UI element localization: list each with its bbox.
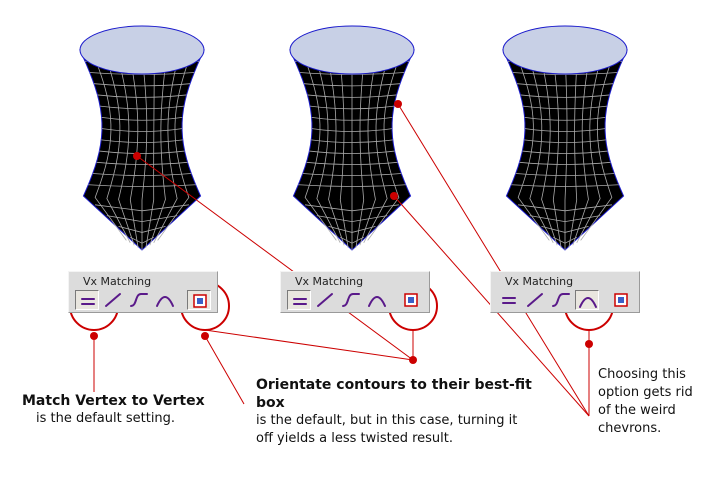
arc-curve-icon (576, 291, 600, 311)
caption-choosing-line-4: chevrons. (598, 420, 718, 438)
straight-line-icon (101, 290, 125, 310)
vertex-match-icon (288, 291, 312, 311)
s-curve-button[interactable] (339, 290, 363, 310)
caption-orientate-body-1: is the default, but in this case, turnin… (256, 412, 556, 430)
vertex-match-icon (76, 291, 100, 311)
vx-matching-panel-default: Vx Matching (68, 271, 218, 313)
straight-line-icon (313, 290, 337, 310)
arc-curve-button[interactable] (365, 290, 389, 310)
caption-choosing-line-1: Choosing this (598, 366, 718, 384)
straight-line-button[interactable] (101, 290, 125, 310)
s-curve-icon (127, 290, 151, 310)
caption-match-vertex-title: Match Vertex to Vertex (22, 392, 242, 410)
best-fit-box-button[interactable] (187, 290, 211, 310)
straight-line-button[interactable] (523, 290, 547, 310)
vertex-match-button[interactable] (497, 290, 521, 310)
caption-match-vertex: Match Vertex to Vertex is the default se… (22, 392, 242, 428)
s-curve-icon (549, 290, 573, 310)
lofted-vase-3 (503, 26, 627, 250)
lofted-vase-1 (80, 26, 204, 250)
caption-choosing-line-3: of the weird (598, 402, 718, 420)
caption-orientate: Orientate contours to their best-fit box… (256, 376, 556, 448)
s-curve-button[interactable] (549, 290, 573, 310)
caption-choosing: Choosing this option gets rid of the wei… (598, 366, 718, 438)
vertex-match-button[interactable] (75, 290, 99, 310)
s-curve-button[interactable] (127, 290, 151, 310)
best-fit-box-button[interactable] (399, 290, 423, 310)
straight-line-button[interactable] (313, 290, 337, 310)
s-curve-icon (339, 290, 363, 310)
leader-bestfit-to-orientate (205, 330, 413, 360)
straight-line-icon (523, 290, 547, 310)
panel-title: Vx Matching (83, 275, 151, 288)
arc-curve-button[interactable] (153, 290, 177, 310)
arc-curve-button[interactable] (575, 290, 599, 310)
vertex-match-button[interactable] (287, 290, 311, 310)
matching-button-row (73, 290, 213, 310)
caption-orientate-body-2: off yields a less twisted result. (256, 430, 556, 448)
vx-matching-panel-no-bestfit: Vx Matching (280, 271, 430, 313)
panel-title: Vx Matching (295, 275, 363, 288)
arc-curve-icon (365, 290, 389, 310)
best-fit-box-icon (609, 290, 633, 310)
arc-curve-icon (153, 290, 177, 310)
vase-top-cap (290, 26, 414, 74)
best-fit-box-icon (188, 291, 212, 311)
best-fit-box-icon (399, 290, 423, 310)
lofted-vase-2 (290, 26, 414, 250)
best-fit-box-button[interactable] (609, 290, 633, 310)
caption-choosing-line-2: option gets rid (598, 384, 718, 402)
panel-title: Vx Matching (505, 275, 573, 288)
vase-top-cap (80, 26, 204, 74)
vertex-match-icon (497, 290, 521, 310)
vx-matching-panel-arc: Vx Matching (490, 271, 640, 313)
caption-match-vertex-body: is the default setting. (22, 410, 242, 428)
caption-orientate-title: Orientate contours to their best-fit box (256, 376, 556, 412)
vase-top-cap (503, 26, 627, 74)
matching-button-row (495, 290, 635, 310)
matching-button-row (285, 290, 425, 310)
